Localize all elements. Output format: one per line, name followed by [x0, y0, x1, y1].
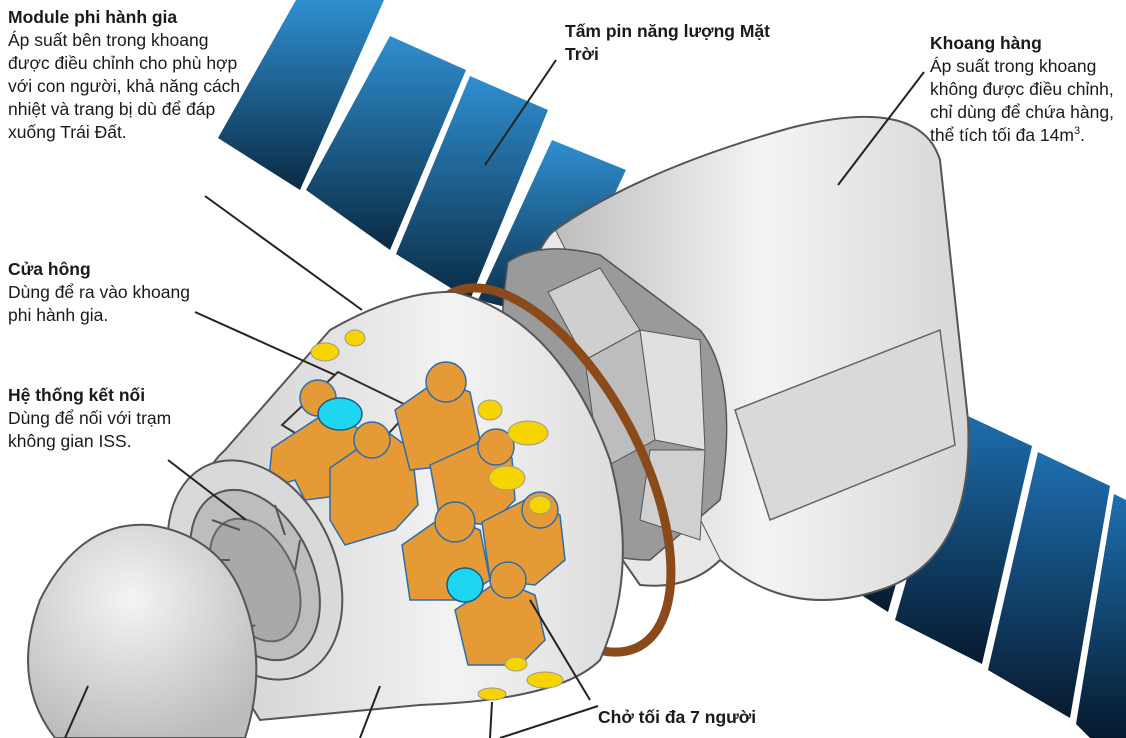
cargo-desc-end: .	[1080, 125, 1085, 145]
module-label: Module phi hành gia Áp suất bên trong kh…	[8, 6, 243, 144]
nose-cap	[27, 523, 258, 738]
cargo-title: Khoang hàng	[930, 33, 1042, 53]
crew-label: Chở tối đa 7 người	[598, 706, 858, 729]
docking-label: Hệ thống kết nối Dùng để nối với trạm kh…	[8, 384, 218, 453]
cargo-label: Khoang hàng Áp suất trong khoang không đ…	[930, 32, 1120, 147]
module-title: Module phi hành gia	[8, 7, 178, 27]
docking-desc: Dùng để nối với trạm không gian ISS.	[8, 408, 172, 451]
hatch-title: Cửa hông	[8, 259, 91, 279]
hatch-desc: Dùng để ra vào khoang phi hành gia.	[8, 282, 190, 325]
solar-title: Tấm pin năng lượng Mặt Trời	[565, 21, 770, 64]
docking-title: Hệ thống kết nối	[8, 385, 146, 405]
cargo-desc-wrap: Áp suất trong khoang không được điều chỉ…	[930, 55, 1120, 147]
hatch-label: Cửa hông Dùng để ra vào khoang phi hành …	[8, 258, 208, 327]
module-desc: Áp suất bên trong khoang được điều chỉnh…	[8, 30, 241, 142]
astronaut-group	[267, 361, 566, 666]
crew-title: Chở tối đa 7 người	[598, 707, 757, 727]
cargo-unit-sup: 3	[1073, 125, 1081, 138]
leader-lines	[64, 59, 925, 738]
window-cyan-top	[317, 397, 363, 431]
window-cyan-bottom	[446, 567, 484, 603]
yellow-windows	[310, 329, 564, 701]
cargo-desc: Áp suất trong khoang không được điều chỉ…	[930, 56, 1114, 145]
solar-label: Tấm pin năng lượng Mặt Trời	[565, 20, 795, 66]
